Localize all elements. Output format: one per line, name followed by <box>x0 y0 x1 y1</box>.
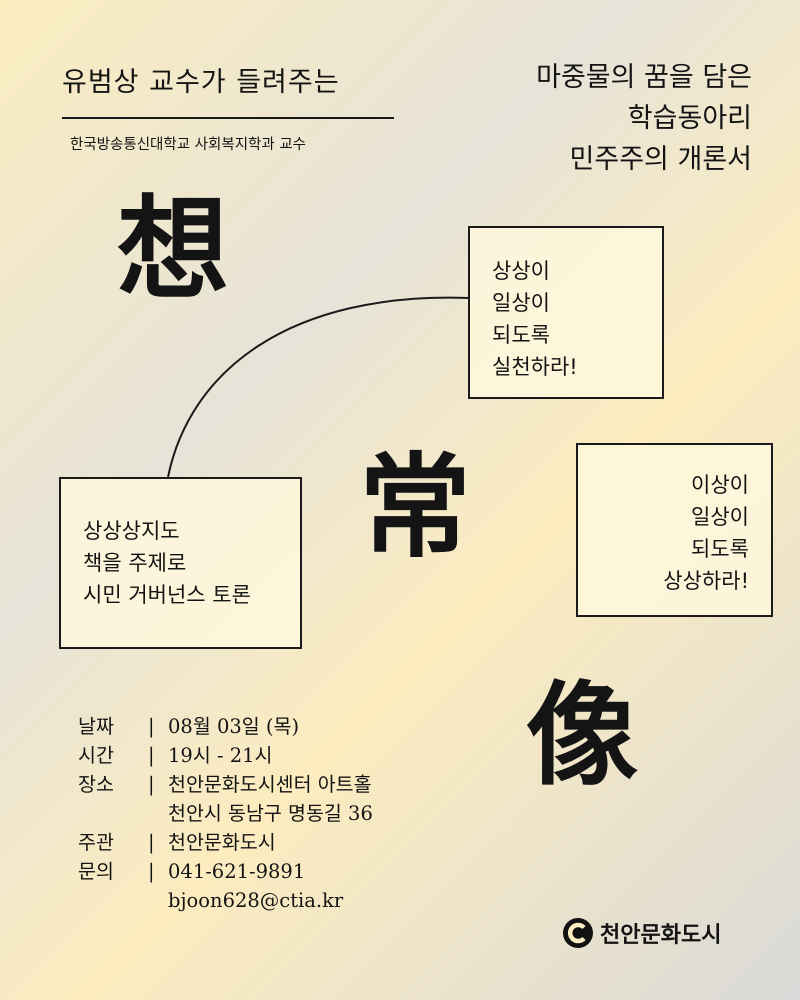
book-description: 마중물의 꿈을 담은 학습동아리 민주주의 개론서 <box>420 57 752 180</box>
slogan-card-imagine: 이상이 일상이 되도록 상상하라! <box>576 443 773 617</box>
info-separator <box>148 799 168 828</box>
hanja-sang-think: 想 <box>117 184 229 315</box>
card-line: 책을 주제로 <box>83 551 187 575</box>
card-line: 되도록 <box>492 323 550 347</box>
book-description-line: 학습동아리 <box>627 103 752 134</box>
lecturer-affiliation: 한국방송통신대학교 사회복지학과 교수 <box>70 137 306 153</box>
card-line: 시민 거버넌스 토론 <box>83 583 251 607</box>
info-separator <box>148 886 168 915</box>
organizer-logo: 천안문화도시 <box>562 917 721 949</box>
info-value: bjoon628@ctia.kr <box>168 889 344 912</box>
info-row-venue: 장소 | 천안문화도시센터 아트홀 <box>78 770 373 799</box>
info-value: 19시 - 21시 <box>168 744 273 767</box>
info-value: 천안시 동남구 명동길 36 <box>168 802 373 825</box>
info-value: 천안문화도시센터 아트홀 <box>168 773 372 796</box>
info-separator: | <box>148 773 155 796</box>
logo-text: 천안문화도시 <box>600 923 722 948</box>
info-value: 천안문화도시 <box>168 831 276 854</box>
lecture-title: 유범상 교수가 들려주는 <box>62 67 340 98</box>
title-divider <box>62 117 394 119</box>
info-row-contact-phone: 문의 | 041-621-9891 <box>78 857 373 886</box>
slogan-card-practice: 상상이 일상이 되도록 실천하라! <box>468 226 664 399</box>
info-separator: | <box>148 831 155 854</box>
info-separator: | <box>148 860 155 883</box>
info-row-address: 천안시 동남구 명동길 36 <box>78 799 373 828</box>
info-value: 08월 03일 (목) <box>168 715 300 738</box>
event-info: 날짜 | 08월 03일 (목) 시간 | 19시 - 21시 장소 | 천안문… <box>78 712 373 915</box>
info-value: 041-621-9891 <box>168 860 306 883</box>
info-label: 장소 <box>78 773 114 796</box>
info-label: 시간 <box>78 744 114 767</box>
card-line: 일상이 <box>691 505 749 529</box>
event-topic-card: 상상상지도 책을 주제로 시민 거버넌스 토론 <box>59 477 302 649</box>
hanja-sang-always: 常 <box>359 442 471 573</box>
info-row-contact-email: bjoon628@ctia.kr <box>78 886 373 915</box>
info-separator: | <box>148 744 155 767</box>
info-label: 주관 <box>78 831 114 854</box>
info-row-host: 주관 | 천안문화도시 <box>78 828 373 857</box>
info-row-time: 시간 | 19시 - 21시 <box>78 741 373 770</box>
book-description-line: 마중물의 꿈을 담은 <box>536 62 752 93</box>
info-label: 날짜 <box>78 715 114 738</box>
info-label <box>78 886 148 915</box>
info-label: 문의 <box>78 860 114 883</box>
card-line: 일상이 <box>492 291 550 315</box>
card-line: 실천하라! <box>492 355 578 379</box>
card-line: 상상하라! <box>663 569 749 593</box>
card-line: 상상상지도 <box>83 519 180 543</box>
info-separator: | <box>148 715 155 738</box>
info-row-date: 날짜 | 08월 03일 (목) <box>78 712 373 741</box>
c-logo-icon <box>563 918 593 948</box>
hanja-sang-image: 像 <box>526 670 638 801</box>
card-line: 이상이 <box>691 473 749 497</box>
book-description-line: 민주주의 개론서 <box>569 144 752 175</box>
card-line: 되도록 <box>691 537 749 561</box>
card-line: 상상이 <box>492 259 550 283</box>
info-label <box>78 799 148 828</box>
